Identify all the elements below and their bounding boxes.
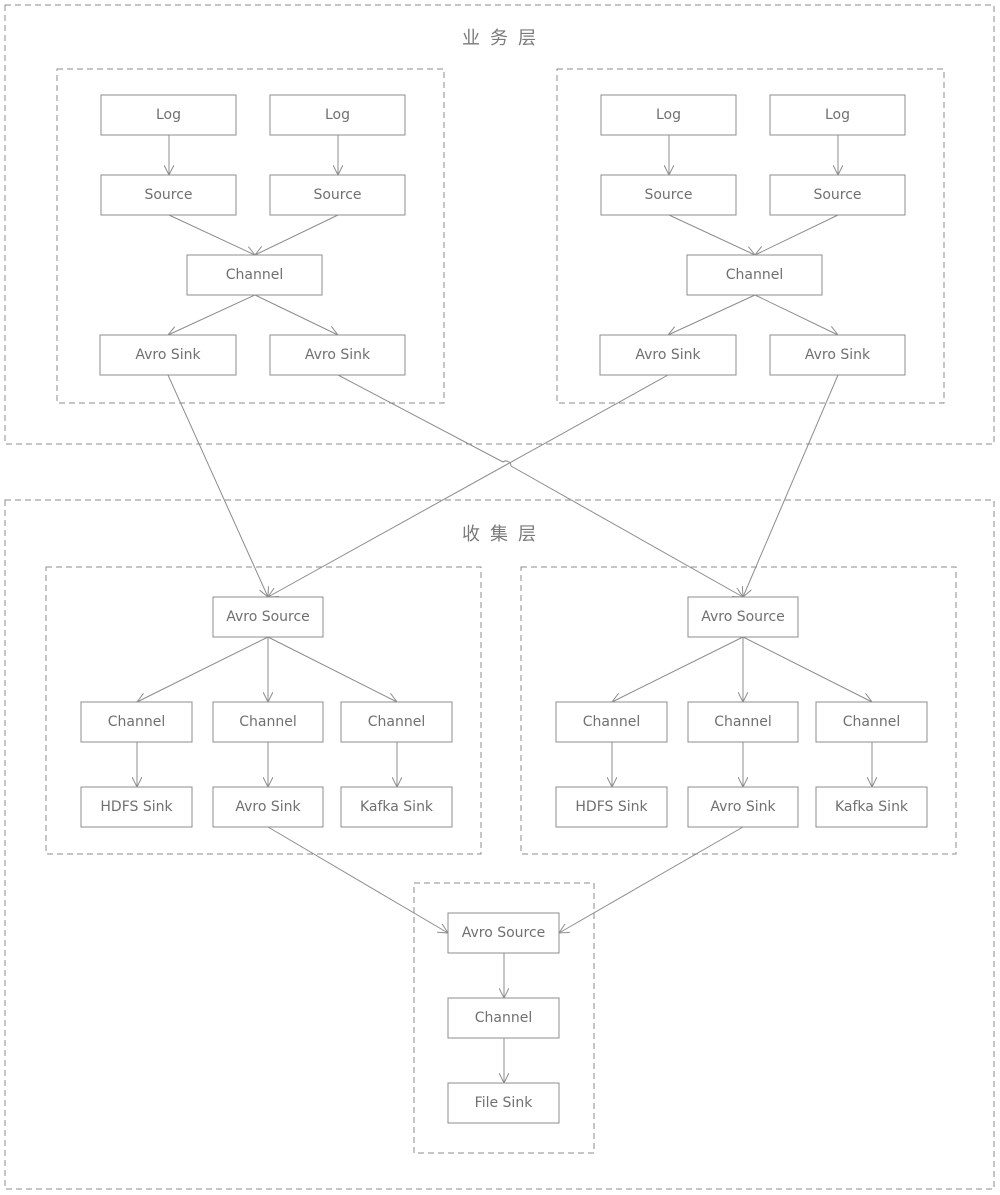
node-label: HDFS Sink — [100, 799, 173, 815]
node-label: Avro Sink — [710, 799, 776, 815]
business-layer-frame — [4, 4, 995, 445]
node-label: Avro Sink — [635, 347, 701, 363]
node-label: Channel — [226, 267, 283, 283]
edge-sink-to-collector — [268, 374, 669, 597]
business-agent-left-frame — [56, 68, 445, 404]
channel-node: Channel — [687, 701, 799, 743]
node-label: Source — [813, 187, 861, 203]
business-layer-title: 业务层 — [462, 28, 546, 49]
channel-node: Channel — [340, 701, 453, 743]
collector-right-frame — [520, 566, 957, 855]
collector-left-frame — [45, 566, 482, 855]
node-label: Channel — [108, 714, 165, 730]
avro-sink-node: Avro Sink — [212, 786, 324, 828]
avro-sink-node: Avro Sink — [687, 786, 799, 828]
node-label: Avro Sink — [305, 347, 371, 363]
log-node: Log — [600, 94, 737, 136]
edge-sink-to-collector — [743, 374, 839, 597]
edge-sink-to-aggregator — [559, 826, 744, 933]
node-label: HDFS Sink — [575, 799, 648, 815]
kafka-sink-node: Kafka Sink — [340, 786, 453, 828]
node-label: Channel — [583, 714, 640, 730]
file-sink-node: File Sink — [447, 1082, 560, 1124]
log-node: Log — [769, 94, 906, 136]
edge-channel-to-sink — [668, 294, 756, 335]
node-label: Avro Sink — [235, 799, 301, 815]
edge-channel-to-sink — [168, 294, 256, 335]
source-node: Source — [769, 174, 906, 216]
edge-channel-to-sink — [754, 294, 838, 335]
node-label: Log — [825, 107, 850, 123]
channel-node: Channel — [555, 701, 668, 743]
edge-source-to-channel — [668, 214, 755, 255]
channel-node: Channel — [212, 701, 324, 743]
log-node: Log — [100, 94, 237, 136]
node-label: Channel — [843, 714, 900, 730]
node-label: Log — [325, 107, 350, 123]
node-label: Avro Sink — [805, 347, 871, 363]
node-label: Channel — [368, 714, 425, 730]
node-label: Avro Source — [462, 925, 546, 941]
avro-sink-node: Avro Sink — [99, 334, 237, 376]
channel-node: Channel — [80, 701, 193, 743]
avro-source-node: Avro Source — [212, 596, 324, 638]
edge-source-to-channel — [742, 636, 872, 702]
source-node: Source — [269, 174, 406, 216]
node-label: Avro Source — [701, 609, 785, 625]
source-node: Source — [100, 174, 237, 216]
source-node: Source — [600, 174, 737, 216]
edge-source-to-channel — [137, 636, 269, 702]
node-label: Avro Source — [226, 609, 310, 625]
collection-layer-frame — [4, 499, 995, 1190]
hdfs-sink-node: HDFS Sink — [555, 786, 668, 828]
node-label: Log — [156, 107, 181, 123]
edge-source-to-channel — [255, 214, 339, 255]
business-agent-right-frame — [556, 68, 945, 404]
edge-source-to-channel — [612, 636, 744, 702]
avro-source-node: Avro Source — [687, 596, 799, 638]
kafka-sink-node: Kafka Sink — [815, 786, 928, 828]
edge-source-to-channel — [168, 214, 255, 255]
edge-sink-to-collector — [337, 374, 743, 597]
channel-node: Channel — [186, 254, 323, 296]
node-label: Kafka Sink — [360, 799, 434, 815]
node-label: Source — [313, 187, 361, 203]
node-label: Kafka Sink — [835, 799, 909, 815]
edge-source-to-channel — [267, 636, 397, 702]
avro-sink-node: Avro Sink — [269, 334, 406, 376]
node-label: Source — [644, 187, 692, 203]
aggregator-frame — [413, 882, 595, 1154]
avro-sink-node: Avro Sink — [769, 334, 906, 376]
channel-node: Channel — [686, 254, 823, 296]
collection-layer-title: 收集层 — [462, 524, 546, 545]
log-node: Log — [269, 94, 406, 136]
channel-node: Channel — [447, 997, 560, 1039]
avro-sink-node: Avro Sink — [599, 334, 737, 376]
node-label: Channel — [475, 1010, 532, 1026]
node-label: Source — [144, 187, 192, 203]
edge-channel-to-sink — [254, 294, 338, 335]
channel-node: Channel — [815, 701, 928, 743]
node-label: File Sink — [475, 1095, 534, 1111]
node-label: Avro Sink — [135, 347, 201, 363]
node-label: Channel — [726, 267, 783, 283]
node-label: Channel — [239, 714, 296, 730]
node-label: Log — [656, 107, 681, 123]
hdfs-sink-node: HDFS Sink — [80, 786, 193, 828]
edge-sink-to-collector — [167, 374, 268, 597]
edge-source-to-channel — [755, 214, 839, 255]
avro-source-node: Avro Source — [447, 912, 560, 954]
edge-sink-to-aggregator — [267, 826, 448, 933]
node-label: Channel — [714, 714, 771, 730]
